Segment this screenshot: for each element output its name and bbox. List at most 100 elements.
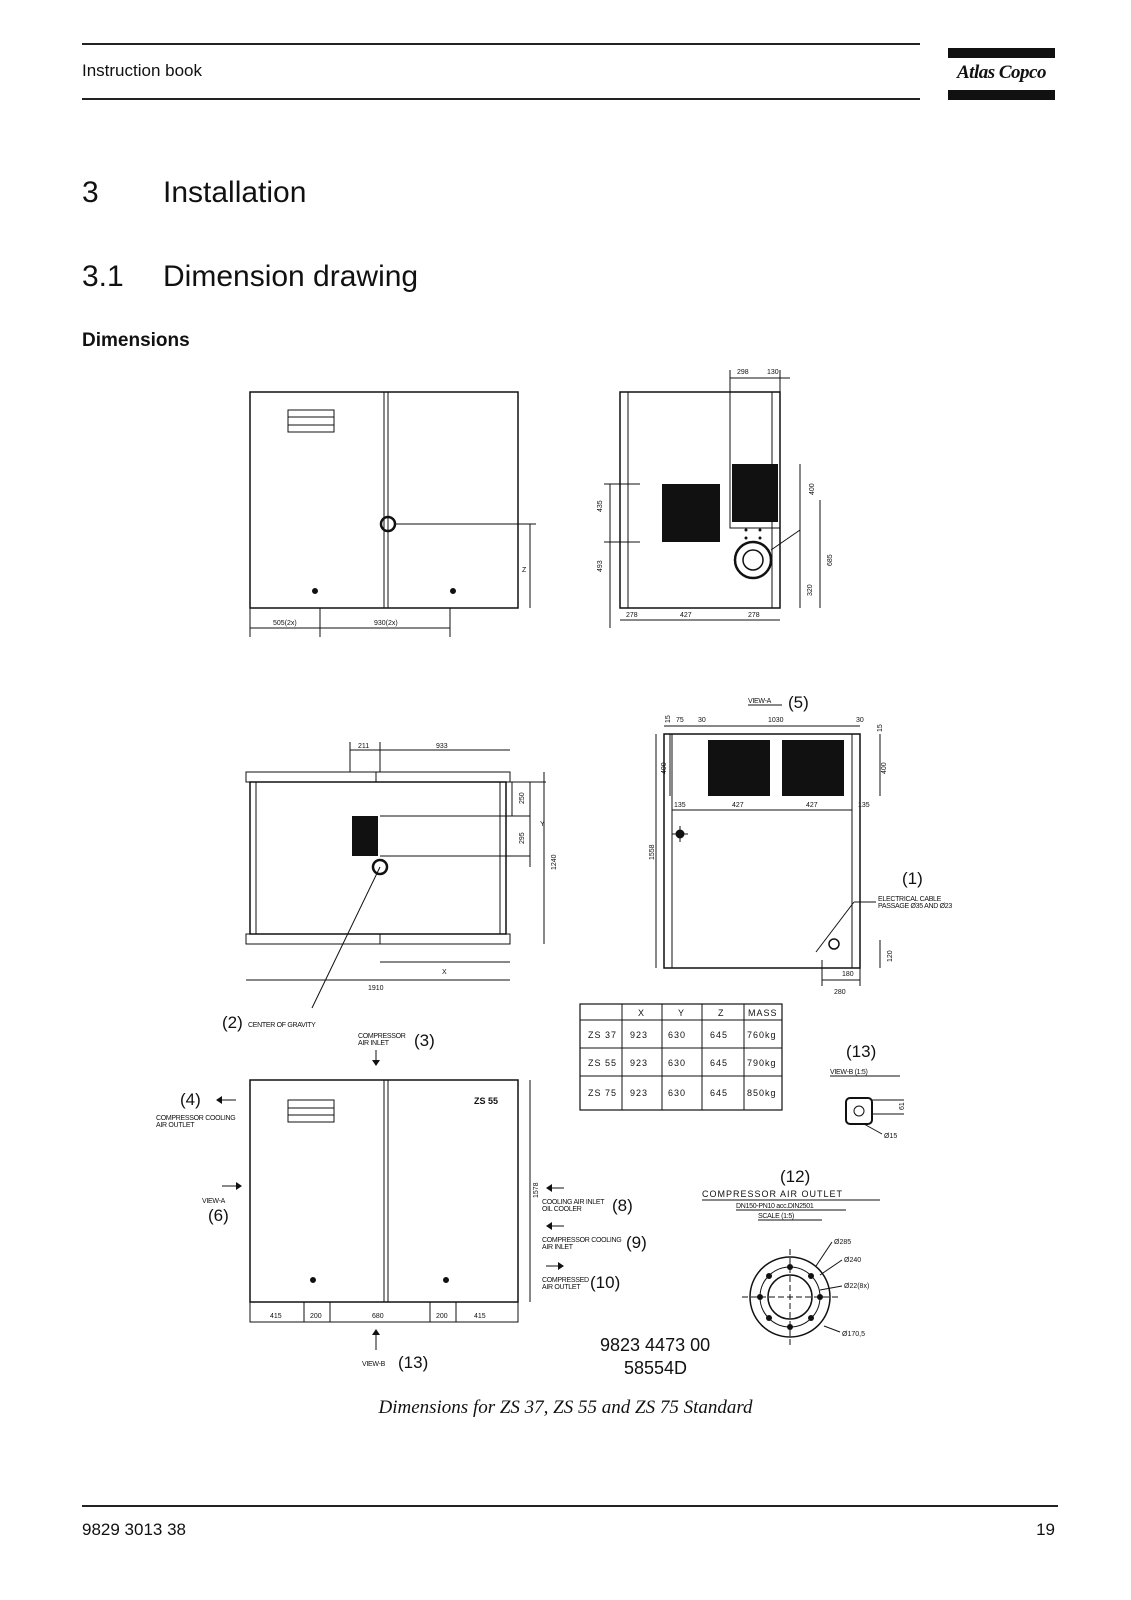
dim-30b: 30 [856, 717, 864, 724]
footer-rule [82, 1505, 1058, 1507]
logo-top-bar [948, 48, 1055, 58]
dim-278a: 278 [626, 612, 638, 619]
dim-15c: Ø15 [884, 1133, 897, 1140]
logo-bottom-bar [948, 90, 1055, 100]
side-grille-lower [662, 484, 720, 542]
label-13b: (13) [398, 1353, 428, 1372]
model-badge: ZS 55 [474, 1096, 498, 1106]
mass-table-cell: 645 [710, 1088, 728, 1098]
dim-415a: 415 [270, 1313, 282, 1320]
side-view: 298 130 435 493 400 685 320 278 427 278 [597, 369, 834, 628]
dim-685: 685 [827, 554, 834, 566]
logo-wordmark: Atlas Copco [957, 62, 1046, 83]
top-view: 211 933 250 295 Y 1240 X 1910 (2) CENTER… [222, 742, 558, 1032]
label-3: (3) [414, 1031, 435, 1050]
label-13a-text: VIEW-B (1:5) [830, 1069, 868, 1076]
dim-x: X [442, 969, 447, 976]
dim-130: 130 [767, 369, 779, 376]
dim-75: 75 [676, 717, 684, 724]
label-3-text-b: AIR INLET [358, 1040, 390, 1047]
label-4: (4) [180, 1090, 201, 1109]
dim-61: 61 [899, 1102, 906, 1110]
label-12-text-b: DN150-PN10 acc.DIN2501 [736, 1203, 814, 1210]
footer-doc-number: 9829 3013 38 [82, 1520, 186, 1539]
view-a-grille-right [782, 740, 844, 796]
mass-table-cell: 923 [630, 1030, 648, 1040]
front-view: 505(2x) 930(2x) Z [249, 391, 536, 637]
flange-dim-22: Ø22(8x) [844, 1283, 869, 1290]
dim-1030: 1030 [768, 717, 784, 724]
mass-table-cell: 850kg [747, 1088, 777, 1098]
label-9-text-a: COMPRESSOR COOLING [542, 1237, 621, 1244]
dim-180: 180 [842, 971, 854, 978]
dim-15a: 15 [665, 715, 672, 723]
cog-leader-line [311, 866, 381, 1009]
dim-250: 250 [519, 792, 526, 804]
label-10-text-a: COMPRESSED [542, 1277, 589, 1284]
dim-1578: 1578 [533, 1182, 540, 1198]
footer-page-number: 19 [1036, 1520, 1055, 1539]
label-12: (12) [780, 1167, 810, 1186]
subsection-title: Dimension drawing [163, 260, 419, 293]
mass-table-cell: 645 [710, 1058, 728, 1068]
mass-table-header-mass: MASS [748, 1008, 778, 1018]
subsection-number: 3.1 [82, 260, 124, 293]
port-labels: COOLING AIR INLET OIL COOLER (8) COMPRES… [542, 1184, 647, 1292]
label-3-text-a: COMPRESSOR [358, 1033, 406, 1040]
label-1-text-a: ELECTRICAL CABLE [878, 896, 942, 903]
mass-table-header-z: Z [718, 1008, 725, 1018]
dim-930: 930(2x) [374, 620, 398, 627]
dim-427c: 427 [806, 802, 818, 809]
front-view-lower: COMPRESSOR AIR INLET (3) ZS 55 415 200 6… [156, 1031, 540, 1372]
mass-table-cell: ZS 37 [588, 1030, 617, 1040]
dim-320: 320 [807, 584, 814, 596]
label-10-text-b: AIR OUTLET [542, 1284, 581, 1291]
flange-dim-240: Ø240 [844, 1257, 861, 1264]
view-b-detail: (13) VIEW-B (1:5) 61 Ø15 [830, 1042, 906, 1140]
mass-table: X Y Z MASS ZS 37 923 630 645 760kg ZS 55… [579, 1003, 783, 1111]
dim-400: 400 [809, 483, 816, 495]
label-8-text-b: OIL COOLER [542, 1206, 582, 1213]
dim-1910: 1910 [368, 985, 384, 992]
dim-15b: 15 [877, 724, 884, 732]
header-bottom-rule [82, 98, 920, 100]
label-12-text-c: SCALE (1:5) [758, 1213, 794, 1220]
header-top-rule [82, 43, 920, 45]
dim-298: 298 [737, 369, 749, 376]
air-outlet-flange [733, 540, 773, 580]
mass-table-cell: 630 [668, 1088, 686, 1098]
mass-table-cell: 645 [710, 1030, 728, 1040]
label-5-text: VIEW-A [748, 698, 772, 705]
dim-135b: 135 [858, 802, 870, 809]
dim-278b: 278 [748, 612, 760, 619]
outlet-flange-detail: (12) COMPRESSOR AIR OUTLET DN150-PN10 ac… [702, 1167, 880, 1345]
label-1: (1) [902, 869, 923, 888]
view-a: VIEW-A (5) 15 75 30 1030 30 15 400 400 1… [649, 693, 953, 996]
label-2: (2) [222, 1013, 243, 1032]
dim-1558: 1558 [649, 844, 656, 860]
dim-1240: 1240 [551, 854, 558, 870]
label-8-text-a: COOLING AIR INLET [542, 1199, 605, 1206]
label-2-text: CENTER OF GRAVITY [248, 1022, 316, 1029]
mass-table-cell: ZS 55 [588, 1058, 617, 1068]
drawing-revision: 58554D [624, 1358, 687, 1378]
view-a-grille-left [708, 740, 770, 796]
label-10: (10) [590, 1273, 620, 1292]
top-grille [352, 816, 378, 856]
mass-table-cell: ZS 75 [588, 1088, 617, 1098]
side-grille-upper [732, 464, 778, 522]
mass-table-header-y: Y [678, 1008, 685, 1018]
dim-435: 435 [597, 500, 604, 512]
dim-y: Y [540, 821, 545, 828]
dim-427a: 427 [680, 612, 692, 619]
mass-table-cell: 760kg [747, 1030, 777, 1040]
dim-427b: 427 [732, 802, 744, 809]
dim-z: Z [522, 567, 527, 574]
front-panel-logo [287, 409, 335, 433]
label-9: (9) [626, 1233, 647, 1252]
label-6-text: VIEW-A [202, 1198, 226, 1205]
mass-table-header-x: X [638, 1008, 645, 1018]
dim-400b: 400 [881, 762, 888, 774]
section-title: Installation [163, 176, 307, 209]
dimension-drawing: 505(2x) 930(2x) Z 298 130 435 493 400 68… [156, 369, 953, 1378]
